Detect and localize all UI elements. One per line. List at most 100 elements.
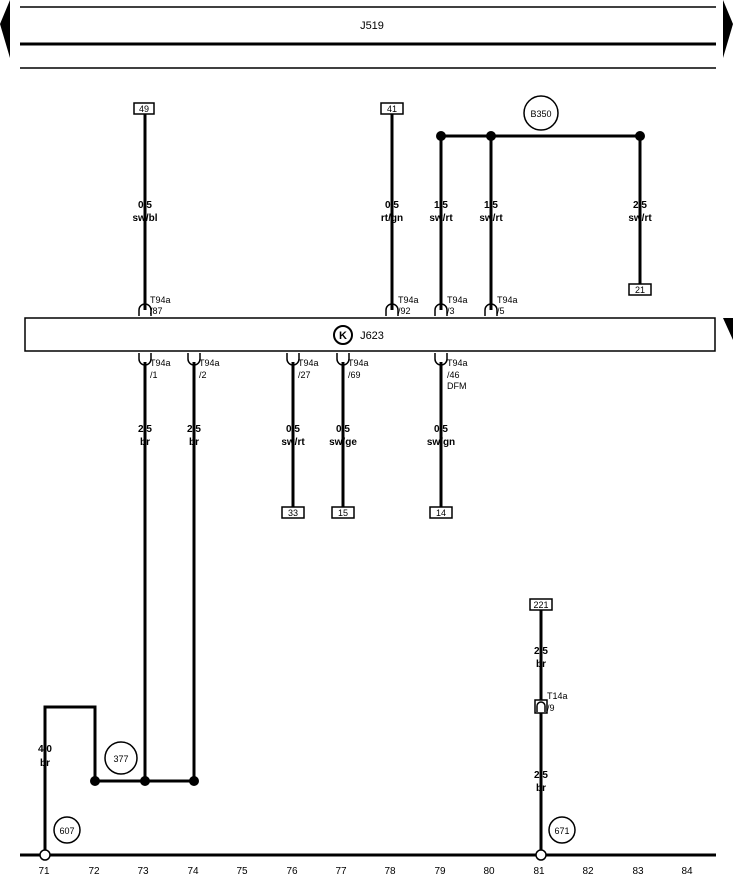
wire-size: 4.0 [38, 744, 52, 755]
column-number: 81 [533, 866, 545, 877]
ref-box-41 [380, 102, 404, 115]
wire-color: br [40, 758, 50, 769]
k-symbol-icon [333, 325, 353, 345]
wire-color: br [189, 437, 199, 448]
pin-extra-label: DFM [447, 381, 467, 391]
pin-number: /46 [447, 370, 460, 380]
k-symbol-letter: K [339, 330, 347, 342]
wire-size: 0.5 [138, 200, 152, 211]
column-number: 83 [632, 866, 644, 877]
wire-color: br [536, 783, 546, 794]
ground-point [39, 849, 51, 861]
continue-right-arrow-icon [723, 0, 733, 58]
wire-color: sw/rt [479, 213, 503, 224]
wire-size: 2.5 [633, 200, 647, 211]
pin-number: /87 [150, 306, 163, 316]
ref-21-label: 21 [635, 285, 645, 295]
ref-box-221 [529, 598, 553, 611]
junction-dot [90, 776, 100, 786]
wire-size: 0.5 [286, 424, 300, 435]
pin-number: /92 [398, 306, 411, 316]
wire-color: sw/rt [628, 213, 652, 224]
column-number: 77 [335, 866, 347, 877]
pin-connector-icon [434, 303, 448, 316]
junction-dot [189, 776, 199, 786]
wire-size: 2.5 [187, 424, 201, 435]
pin-label: T94a [447, 295, 468, 305]
ref-box-15 [331, 506, 355, 519]
pin-label: T94a [447, 358, 468, 368]
junction-dot [486, 131, 496, 141]
ground-wire [43, 705, 194, 855]
wire-color: sw/gn [427, 437, 455, 448]
circle-607 [53, 816, 81, 844]
wire-color: sw/ge [329, 437, 357, 448]
column-number: 82 [582, 866, 594, 877]
ref-33-label: 33 [288, 508, 298, 518]
wire-color: br [140, 437, 150, 448]
ref-14-label: 14 [436, 508, 446, 518]
b350-label: B350 [530, 109, 551, 119]
wire-color: sw/rt [281, 437, 305, 448]
pin-number: /3 [447, 306, 455, 316]
pin-label: T94a [199, 358, 220, 368]
wire-color: sw/bl [132, 213, 157, 224]
column-number: 74 [187, 866, 199, 877]
column-number: 78 [384, 866, 396, 877]
wire-size: 0.5 [434, 424, 448, 435]
column-number: 84 [681, 866, 693, 877]
pin-connector-icon [484, 303, 498, 316]
column-number: 75 [236, 866, 248, 877]
pin-connector-icon [385, 303, 399, 316]
column-numbers: 71 72 73 74 75 76 77 78 79 80 81 82 83 8… [38, 866, 693, 877]
wire-size: 0.5 [336, 424, 350, 435]
wire-size: 1.5 [434, 200, 448, 211]
column-number: 80 [483, 866, 495, 877]
ref-box-49 [133, 102, 155, 115]
b350-circle [523, 95, 559, 131]
pin-number: /27 [298, 370, 311, 380]
connector-label: T14a [547, 691, 568, 701]
ref-221-label: 221 [533, 600, 548, 610]
j623-label: J623 [360, 330, 384, 342]
circle-671 [548, 816, 576, 844]
ref-box-33 [281, 506, 305, 519]
ground-point [535, 849, 547, 861]
wire-size: 1.5 [484, 200, 498, 211]
wire-size: 2.5 [138, 424, 152, 435]
pin-label: T94a [398, 295, 419, 305]
column-number: 72 [88, 866, 100, 877]
pin-number: /5 [497, 306, 505, 316]
wire-color: rt/gn [381, 213, 403, 224]
pin-number: /1 [150, 370, 158, 380]
ref-box-21 [628, 283, 652, 296]
continue-left-arrow-icon [0, 0, 10, 58]
wire-color: br [536, 659, 546, 670]
column-number: 71 [38, 866, 50, 877]
ref-15-label: 15 [338, 508, 348, 518]
junction-dot [436, 131, 446, 141]
column-number: 79 [434, 866, 446, 877]
j519-label: J519 [360, 20, 384, 32]
wire-size: 2.5 [534, 770, 548, 781]
pin-connector-icon [138, 303, 152, 316]
circle-377-label: 377 [113, 754, 128, 764]
j623-module [24, 317, 716, 352]
circle-607-label: 607 [59, 826, 74, 836]
circle-377 [104, 741, 138, 775]
pin-label: T94a [150, 358, 171, 368]
junction-dot [140, 776, 150, 786]
connector-pin: /9 [547, 703, 555, 713]
ref-41-label: 41 [387, 104, 397, 114]
t14a-pin-icon [536, 701, 546, 712]
continue-right-arrow-icon-2 [723, 318, 733, 340]
wire-size: 2.5 [534, 646, 548, 657]
column-number: 73 [137, 866, 149, 877]
pin-label: T94a [298, 358, 319, 368]
column-number: 76 [286, 866, 298, 877]
pin-label: T94a [348, 358, 369, 368]
wire-color: sw/rt [429, 213, 453, 224]
ref-49-label: 49 [139, 104, 149, 114]
ref-box-14 [429, 506, 453, 519]
